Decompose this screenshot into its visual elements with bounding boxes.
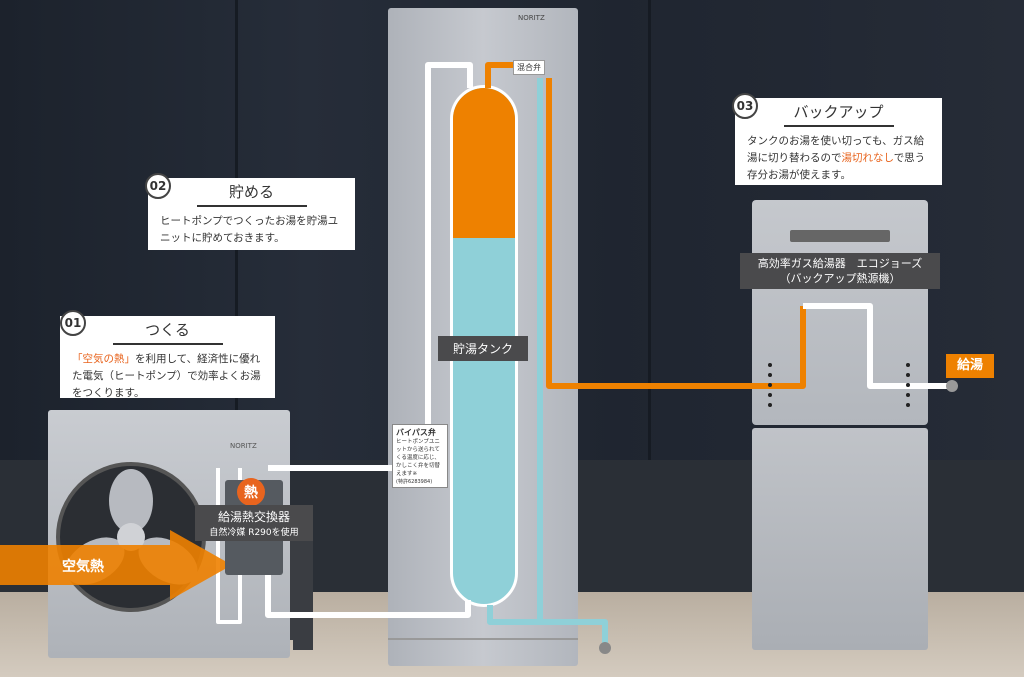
teal-pipe-return xyxy=(487,605,608,648)
orange-pipe-supply xyxy=(546,78,806,389)
white-pipe-upper xyxy=(268,62,473,471)
callout-02: 貯める ヒートポンプでつくったお湯を貯湯ユニットに貯めておきます。 xyxy=(148,178,355,250)
callout-01: つくる 「空気の熱」を利用して、経済性に優れた電気（ヒートポンプ）で効率よくお湯… xyxy=(60,316,275,399)
callout-03: バックアップ タンクのお湯を使い切っても、ガス給湯に切り替わるので湯切れなしで思… xyxy=(735,98,942,185)
callout-title: バックアップ xyxy=(783,104,894,127)
heat-exchanger-label: 給湯熱交換器 自然冷媒 R290を使用 xyxy=(195,505,313,541)
callout-text: タンクのお湯を使い切っても、ガス給湯に切り替わるので湯切れなしで思う存分お湯が使… xyxy=(747,135,926,181)
tank-label: 貯湯タンク xyxy=(438,336,528,361)
mixing-valve-label: 混合弁 xyxy=(513,60,545,75)
step-number: 03 xyxy=(732,93,758,119)
callout-title: つくる xyxy=(112,322,223,345)
step-number: 02 xyxy=(145,173,171,199)
step-number: 01 xyxy=(60,310,86,336)
brand-logo: NORITZ xyxy=(230,442,257,450)
wall-seam xyxy=(648,0,651,460)
air-heat-label: 空気熱 xyxy=(62,559,104,575)
air-heat-arrow xyxy=(0,530,232,600)
callout-title: 貯める xyxy=(196,184,307,207)
callout-text: 「空気の熱」を利用して、経済性に優れた電気（ヒートポンプ）で効率よくお湯をつくり… xyxy=(72,353,261,399)
orange-pipe-top xyxy=(485,62,520,88)
brand-logo: NORITZ xyxy=(518,14,545,22)
white-pipe-heater xyxy=(803,303,948,389)
heat-badge: 熱 xyxy=(237,478,265,506)
hot-water-label: 給湯 xyxy=(946,354,994,378)
gas-heater-label: 高効率ガス給湯器 エコジョーズ （バックアップ熱源機） xyxy=(740,253,940,289)
gas-heater-cover xyxy=(752,428,928,650)
callout-text: ヒートポンプでつくったお湯を貯湯ユニットに貯めておきます。 xyxy=(160,215,339,244)
bypass-valve-label: バイパス弁 ヒートポンプユニットから送られてくる温度に応じ、かしこく弁を切替えま… xyxy=(392,424,448,488)
